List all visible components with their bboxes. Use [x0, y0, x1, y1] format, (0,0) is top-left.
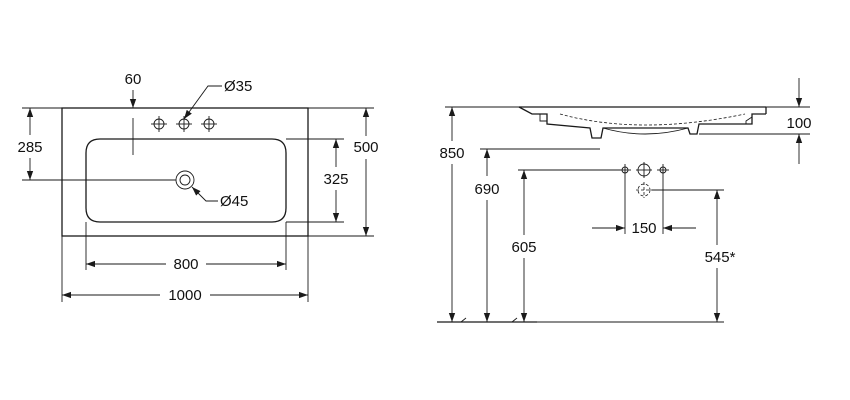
top-view: 60 Ø35 285 500 325 Ø45 800	[17, 71, 378, 304]
dim-tap-offset-label: 60	[125, 71, 142, 88]
side-tap-hole-right	[657, 164, 669, 176]
dim-bowl-depth-label: 325	[323, 171, 348, 188]
dim-waste-dia-label: Ø45	[220, 193, 248, 210]
basin-profile	[518, 106, 767, 139]
dim-overall-width-label: 1000	[168, 287, 201, 304]
dim-overall-depth-label: 500	[353, 139, 378, 156]
waste-hole	[175, 170, 195, 190]
dim-rim-thickness-label: 100	[786, 115, 811, 132]
side-tap-hole-center	[636, 162, 652, 178]
dim-tap-height-label: 605	[511, 239, 536, 256]
dim-bowl-width-label: 800	[173, 256, 198, 273]
dim-tap-spacing-label: 150	[631, 220, 656, 237]
dim-bowl-offset-label: 285	[17, 139, 42, 156]
tap-hole-right	[201, 116, 217, 132]
dim-tap-hole-dia-label: Ø35	[224, 78, 252, 95]
tap-hole-left	[151, 116, 167, 132]
side-view: 850 690 605 100	[437, 78, 812, 323]
dim-waste-height-label: 545*	[705, 249, 736, 266]
bowl-outline	[85, 138, 287, 223]
side-tap-hole-left	[619, 164, 631, 176]
dim-total-height-label: 850	[439, 145, 464, 162]
basin-outline	[61, 107, 309, 237]
side-waste-outlet	[636, 182, 652, 198]
dim-rim-underside-label: 690	[474, 181, 499, 198]
